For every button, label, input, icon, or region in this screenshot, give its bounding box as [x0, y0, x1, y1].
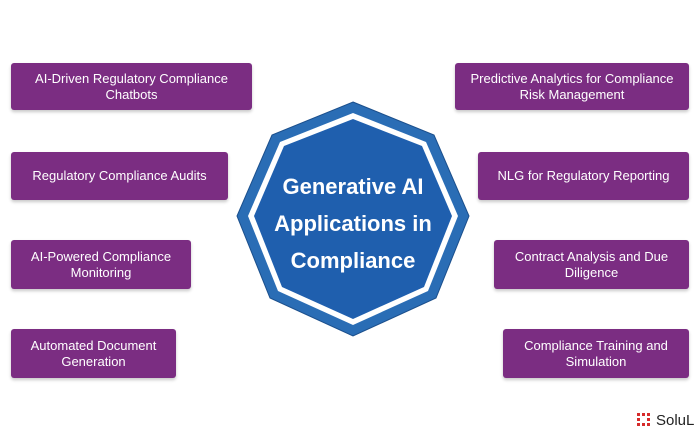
- center-title: Generative AI Applications in Compliance: [258, 167, 448, 279]
- right-item-contract-analysis-label: Contract Analysis and Due Diligence: [514, 248, 669, 280]
- center-title-line-2: Applications in: [274, 210, 432, 236]
- right-item-predictive-analytics: Predictive Analytics for Compliance Risk…: [455, 63, 689, 110]
- left-item-document-generation: Automated Document Generation: [11, 329, 176, 378]
- left-item-audits: Regulatory Compliance Audits: [11, 152, 228, 200]
- left-item-monitoring: AI-Powered Compliance Monitoring: [11, 240, 191, 289]
- right-item-compliance-training: Compliance Training and Simulation: [503, 329, 689, 378]
- brand-logo: SoluL: [636, 410, 694, 430]
- right-item-predictive-analytics-label: Predictive Analytics for Compliance Risk…: [470, 70, 674, 102]
- central-octagon: [236, 101, 470, 337]
- right-item-nlg-reporting: NLG for Regulatory Reporting: [478, 152, 689, 200]
- left-item-chatbots: AI-Driven Regulatory Compliance Chatbots: [11, 63, 252, 110]
- left-item-audits-label: Regulatory Compliance Audits: [32, 168, 207, 183]
- left-item-monitoring-label: AI-Powered Compliance Monitoring: [30, 248, 172, 280]
- right-item-nlg-reporting-label: NLG for Regulatory Reporting: [497, 168, 670, 183]
- brand-name: SoluL: [656, 411, 695, 429]
- center-title-line-1: Generative AI: [282, 173, 424, 199]
- center-title-line-3: Compliance: [290, 247, 416, 273]
- left-item-chatbots-label: AI-Driven Regulatory Compliance Chatbots: [35, 70, 228, 102]
- left-item-document-generation-label: Automated Document Generation: [30, 337, 157, 369]
- right-item-compliance-training-label: Compliance Training and Simulation: [524, 337, 668, 369]
- brand-mark-icon: [637, 413, 650, 426]
- octagon-inner-shape: [254, 119, 452, 319]
- right-item-contract-analysis: Contract Analysis and Due Diligence: [494, 240, 689, 289]
